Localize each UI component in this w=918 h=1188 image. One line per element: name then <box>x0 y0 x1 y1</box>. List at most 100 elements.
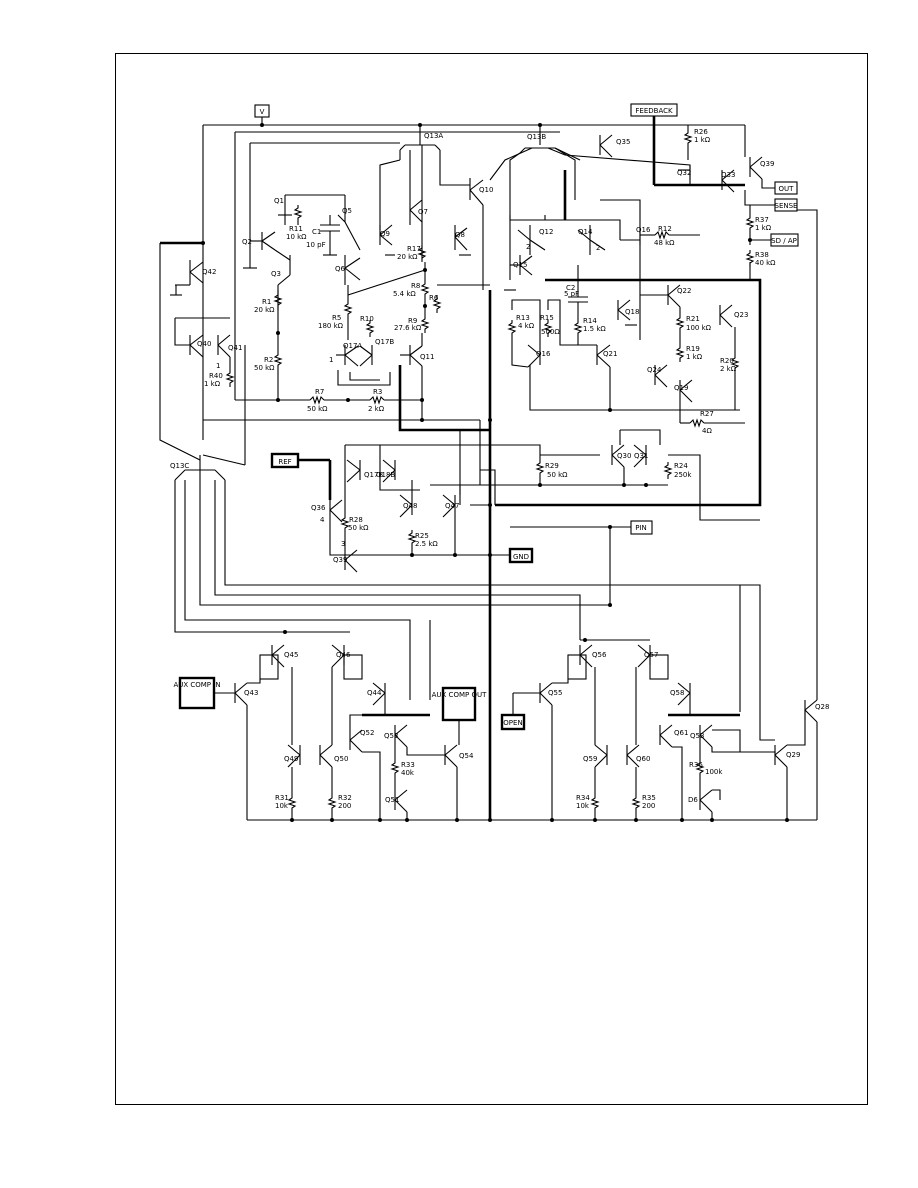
resistor-r10: R10 <box>360 315 375 337</box>
port-sense[interactable]: SENSE <box>774 198 798 212</box>
bias-bottom-wire <box>203 398 480 422</box>
transistor-q58: Q58 <box>670 682 691 706</box>
port-v-label: V <box>260 108 265 116</box>
r13-value: 4 kΩ <box>518 322 535 330</box>
port-gnd[interactable]: GND <box>508 547 534 564</box>
transistor-q30: Q30 <box>611 444 631 468</box>
resistor-r2: R2 50 kΩ <box>254 330 283 400</box>
transistor-q3: Q3 <box>271 249 291 330</box>
resistor-r9: R9 27.6 kΩ <box>394 268 430 333</box>
resistor-r17: R17 20 kΩ <box>397 245 427 262</box>
r8-value: 5.4 kΩ <box>393 290 416 298</box>
resistor-r15: R15 500Ω <box>540 314 560 337</box>
resistor-r29: R29 50 kΩ <box>535 460 568 485</box>
r6-label: R6 <box>429 294 439 302</box>
r5-label: R5 <box>332 314 341 322</box>
transistor-q57: Q57 <box>637 644 669 680</box>
q57-label: Q57 <box>644 651 658 659</box>
q6b-label: D6 <box>688 796 698 804</box>
r19-label: R19 <box>686 345 700 353</box>
r20-value: 2 kΩ <box>720 365 737 373</box>
transistor-q-out: Q33 <box>721 169 735 193</box>
r34-label: R34 <box>576 794 590 802</box>
resistor-r25: R25 2.5 kΩ <box>407 530 438 548</box>
transistor-q6b: D6 <box>688 789 713 813</box>
resistor-r37: R37 1 kΩ <box>745 215 772 245</box>
q55-label: Q55 <box>548 689 562 697</box>
long-crossing-wires <box>174 430 761 712</box>
port-sd-ap[interactable]: SD / AP <box>770 233 799 247</box>
q17a-pin: 1 <box>329 356 333 364</box>
r3-value: 2 kΩ <box>368 405 385 413</box>
r15-label: R15 <box>540 314 554 322</box>
port-open[interactable]: OPEN <box>500 692 540 731</box>
resistor-r11: R11 10 kΩ <box>286 205 307 241</box>
transistor-q40: Q40 <box>174 317 230 358</box>
q22-label: Q22 <box>677 287 691 295</box>
r25-value: 2.5 kΩ <box>415 540 438 548</box>
ref-section-wires <box>329 418 541 557</box>
q31-label: Q31 <box>634 452 648 460</box>
q45-label: Q45 <box>284 651 298 659</box>
resistor-r12: R12 48 kΩ <box>640 225 700 247</box>
resistor-r6: R6 <box>429 284 490 313</box>
transistor-q37: Q17B <box>346 459 383 483</box>
port-aux-comp-out[interactable]: AUX COMP OUT <box>432 686 487 745</box>
transistor-q16: Q16 <box>527 344 551 368</box>
q39-pin: 3 <box>341 540 345 548</box>
supply-rail <box>202 117 746 440</box>
port-pin[interactable]: PIN <box>510 520 653 607</box>
q12-label: Q12 <box>539 228 553 236</box>
r40-value: 1 kΩ <box>204 380 221 388</box>
q21-label: Q21 <box>603 350 617 358</box>
port-sd-ap-label: SD / AP <box>771 237 797 245</box>
q60-label: Q60 <box>636 755 650 763</box>
q29-label: Q29 <box>786 751 800 759</box>
port-feedback[interactable]: FEEDBACK <box>630 103 745 187</box>
r11-label: R11 <box>289 225 303 233</box>
port-ref[interactable]: REF <box>270 452 332 500</box>
q34-label: Q39 <box>760 160 774 168</box>
r1-value: 20 kΩ <box>254 306 275 314</box>
transistor-q9: Q9 <box>379 224 395 256</box>
q35-label: Q35 <box>616 138 630 146</box>
transistor-q51: Q51 <box>385 789 408 813</box>
c1-value: 10 pF <box>306 241 326 249</box>
transistor-q35: Q35 <box>599 134 630 158</box>
port-out[interactable]: OUT <box>774 181 798 195</box>
q17a-label: Q17A <box>343 342 362 350</box>
transistor-q5: Q5 <box>337 195 361 251</box>
transistor-q12: Q12 2 <box>517 225 553 255</box>
port-v[interactable]: V <box>254 104 270 118</box>
q17b-label: Q17B <box>375 338 394 346</box>
r1-label: R1 <box>262 298 271 306</box>
transistor-q41: Q41 1 <box>216 334 242 370</box>
r11-value: 10 kΩ <box>286 233 307 241</box>
r12-value: 48 kΩ <box>654 239 675 247</box>
capacitor-c1: C1 10 pF <box>306 215 340 256</box>
q13b-label: Q13B <box>527 133 546 141</box>
schematic-frame <box>115 53 868 1105</box>
q16-label: Q16 <box>536 350 551 358</box>
transistor-q13c: Q13C <box>159 243 246 481</box>
r27-label: R27 <box>700 410 714 418</box>
port-aux-comp-in[interactable]: AUX COMP IN <box>173 676 235 710</box>
resistor-r1: R1 20 kΩ <box>254 290 283 314</box>
r31-label: R31 <box>275 794 289 802</box>
q36-pin: 4 <box>320 516 325 524</box>
r35-label: R35 <box>642 794 656 802</box>
r9-label: R9 <box>408 317 417 325</box>
r35-value: 200 <box>642 802 655 810</box>
q2-label: Q2 <box>242 238 252 246</box>
q42-label: Q42 <box>202 268 216 276</box>
q36-label: Q36 <box>311 504 326 512</box>
resistor-r26: R26 1 kΩ <box>683 125 711 160</box>
r12-label: R12 <box>658 225 672 233</box>
q50-label: Q50 <box>334 755 348 763</box>
port-open-label: OPEN <box>503 719 522 727</box>
transistor-q6: Q6 <box>335 255 361 285</box>
q30-label: Q30 <box>617 452 631 460</box>
r32-value: 200 <box>338 802 351 810</box>
r15-value: 500Ω <box>541 328 560 336</box>
